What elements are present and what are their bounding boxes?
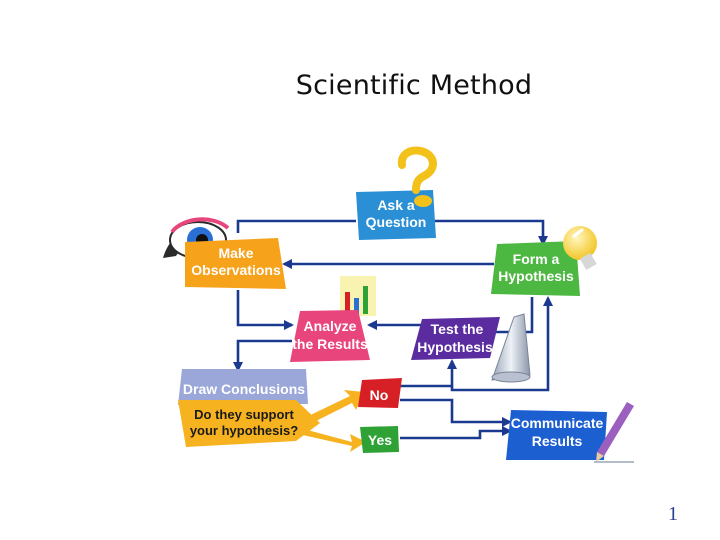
analyze-results-step: Analyze the Results (290, 310, 370, 362)
arrow-analyze-to-conclusions (233, 339, 292, 372)
test-hypothesis-line-2: Hypothesis (417, 339, 493, 355)
pencil-icon (594, 402, 634, 463)
page-number: 1 (668, 503, 678, 525)
flow-arrows (233, 219, 553, 440)
draw-conclusions-label: Draw Conclusions (183, 381, 305, 397)
arrow-no-to-test (400, 359, 457, 388)
form-hypothesis-step: Form a Hypothesis (491, 241, 580, 296)
arrow-no-to-hypothesis (450, 296, 553, 392)
form-hypothesis-line-2: Hypothesis (498, 268, 574, 284)
draw-conclusions-step: Draw Conclusions Do they support your hy… (178, 369, 366, 452)
make-observations-line-1: Make (218, 245, 253, 261)
test-hypothesis-step: Test the Hypothesis (411, 317, 500, 360)
analyze-results-line-1: Analyze (304, 318, 357, 334)
test-hypothesis-line-1: Test the (431, 321, 484, 337)
communicate-results-line-1: Communicate (511, 415, 604, 431)
support-question-line-1: Do they support (194, 407, 294, 422)
slide-title: Scientific Method (295, 70, 533, 101)
arrow-question-loop-left (236, 219, 356, 233)
question-mark-icon (397, 146, 437, 207)
ask-question-line-1: Ask a (377, 197, 415, 213)
arrow-observations-to-analyze (236, 290, 294, 330)
yes-branch: Yes (360, 426, 399, 453)
communicate-results-step: Communicate Results (506, 410, 607, 460)
lightbulb-icon (563, 226, 597, 271)
analyze-results-line-2: the Results (292, 336, 368, 352)
make-observations-step: Make Observations (185, 238, 286, 289)
support-question-line-2: your hypothesis? (190, 423, 298, 438)
form-hypothesis-line-1: Form a (513, 251, 560, 267)
make-observations-line-2: Observations (191, 262, 281, 278)
arrow-yes-to-communicate (400, 426, 512, 440)
ask-question-line-2: Question (366, 214, 427, 230)
arrow-question-to-hypothesis (433, 219, 548, 246)
arrow-hypothesis-to-test (484, 297, 534, 337)
arrow-no-to-communicate (400, 398, 512, 427)
no-label: No (370, 387, 389, 403)
bar-chart-icon (340, 276, 376, 316)
communicate-results-line-2: Results (532, 433, 583, 449)
no-branch: No (358, 378, 402, 408)
flask-icon (491, 313, 531, 383)
yes-label: Yes (368, 432, 392, 448)
